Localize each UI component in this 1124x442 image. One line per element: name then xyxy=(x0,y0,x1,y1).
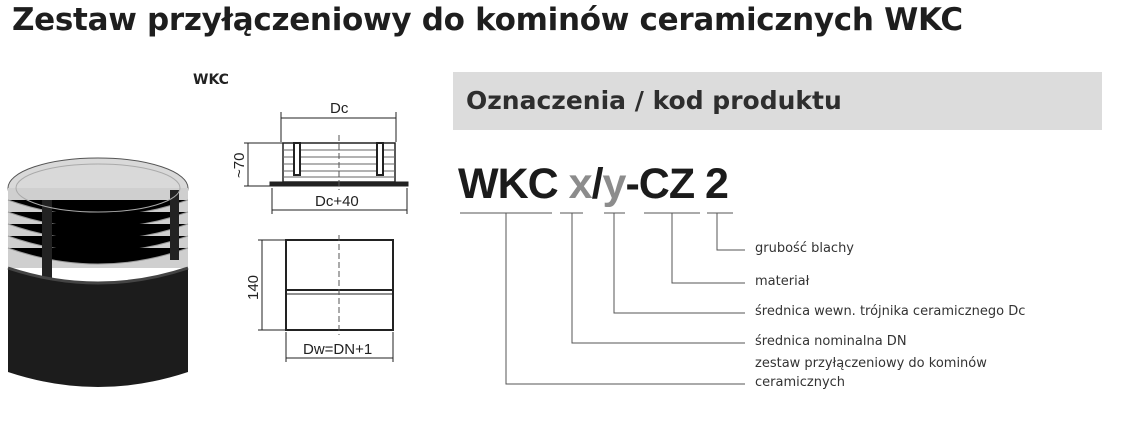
code-part-x: x xyxy=(568,160,593,208)
dim-dw: Dw=DN+1 xyxy=(303,341,372,358)
code-leader-lines xyxy=(460,212,745,385)
dim-height-top: ~70 xyxy=(231,153,248,178)
legend-product-line2: ceramicznych xyxy=(755,375,846,390)
dim-dc40: Dc+40 xyxy=(315,193,359,210)
code-part-y: y xyxy=(602,160,627,208)
designation-header: Oznaczenia / kod produktu xyxy=(453,72,1102,130)
technical-drawing-bottom xyxy=(258,235,394,362)
legend-product-line1: zestaw przyłączeniowy do kominów xyxy=(755,356,987,371)
technical-drawing-top xyxy=(244,112,409,214)
product-label: WKC xyxy=(193,72,229,88)
page-title: Zestaw przyłączeniowy do kominów ceramic… xyxy=(12,2,963,38)
legend-material: materiał xyxy=(755,274,810,289)
legend-thickness: grubość blachy xyxy=(755,241,855,256)
code-part-wkc: WKC xyxy=(458,160,559,208)
legend-dn: średnica nominalna DN xyxy=(755,334,907,349)
code-part-cz: -CZ xyxy=(625,160,695,208)
product-photo xyxy=(7,157,189,387)
designation-header-title: Oznaczenia / kod produktu xyxy=(466,86,842,115)
dim-height-bottom: 140 xyxy=(245,275,262,300)
product-code: WKC x/y-CZ 2 xyxy=(458,160,729,209)
code-part-2: 2 xyxy=(705,160,729,208)
dim-dc: Dc xyxy=(330,100,349,117)
code-part-slash: / xyxy=(591,160,604,208)
legend-dc: średnica wewn. trójnika ceramicznego Dc xyxy=(755,304,1026,319)
